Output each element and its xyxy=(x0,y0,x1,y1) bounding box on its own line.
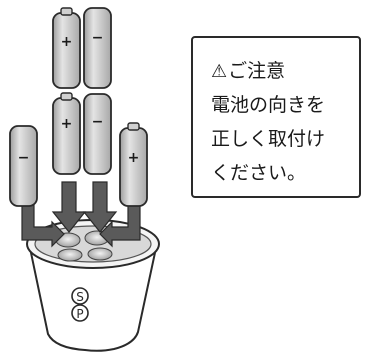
battery-middle-left: + xyxy=(52,92,81,175)
sp-logo-s: S xyxy=(76,290,84,304)
sp-logo: S P xyxy=(71,287,89,322)
battery-top-right: − xyxy=(83,7,112,89)
battery-top-left: + xyxy=(52,7,81,89)
battery-middle-right: − xyxy=(83,93,112,175)
caution-notice-box: ⚠ご注意 電池の向きを 正しく取付け ください。 xyxy=(191,36,361,198)
arrow-center-left xyxy=(51,181,87,233)
battery-minus-mark: − xyxy=(18,150,30,166)
caution-heading-row: ⚠ご注意 xyxy=(211,60,285,83)
arrow-center-right xyxy=(82,181,118,233)
arrow-left xyxy=(21,204,65,248)
battery-plus-mark: + xyxy=(61,116,73,132)
caution-heading: ご注意 xyxy=(228,60,286,82)
battery-minus-mark: − xyxy=(92,114,104,130)
battery-plus-mark: + xyxy=(128,150,140,166)
cell-slot-3 xyxy=(57,248,83,262)
caution-line-2: 正しく取付け xyxy=(211,128,326,150)
caution-line-1: 電池の向きを xyxy=(211,94,326,116)
battery-plus-mark: + xyxy=(61,34,73,50)
caution-line-3: ください。 xyxy=(211,162,307,184)
battery-left: − xyxy=(9,125,38,207)
battery-minus-mark: − xyxy=(92,30,104,46)
cell-slot-4 xyxy=(87,247,113,261)
battery-right: + xyxy=(119,122,148,207)
warning-triangle-icon: ⚠ xyxy=(211,61,228,82)
sp-logo-p: P xyxy=(76,307,83,321)
